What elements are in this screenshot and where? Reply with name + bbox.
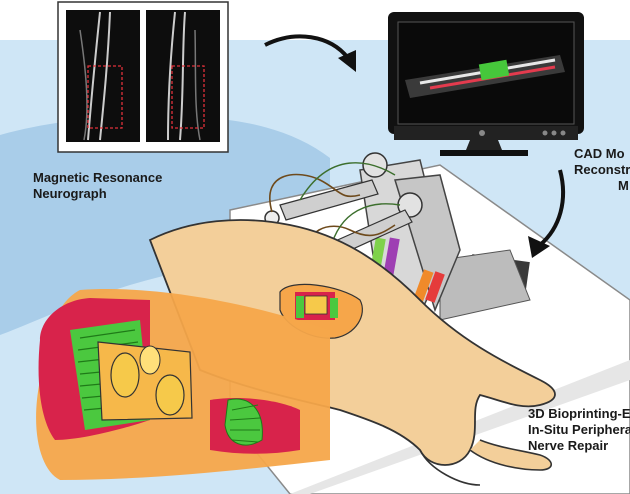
arrow-mri-to-cad bbox=[264, 34, 350, 60]
label-cad-line-1: CAD Mo bbox=[574, 146, 625, 161]
mr-wave bbox=[0, 115, 330, 335]
cutaway-view bbox=[36, 289, 330, 480]
arrow-head-2 bbox=[528, 236, 550, 258]
label-mrn-line-1: Magnetic Resonance bbox=[33, 170, 163, 185]
forearm bbox=[148, 219, 556, 486]
label-bio-line-3: Nerve Repair bbox=[528, 438, 609, 453]
arrow-head-1 bbox=[338, 50, 356, 72]
arrow-cad-to-printer bbox=[538, 169, 565, 247]
label-bio-line-2: In-Situ Periphera bbox=[528, 422, 630, 437]
label-cad-line-2: Reconstru bbox=[574, 162, 630, 177]
mri-panel bbox=[57, 1, 229, 153]
label-cad-model-reconstruction: CAD Mo Reconstru M bbox=[574, 146, 630, 194]
cad-monitor bbox=[388, 12, 584, 156]
label-magnetic-resonance-neurograph: Magnetic Resonance Neurograph bbox=[33, 170, 162, 202]
label-mrn-line-2: Neurograph bbox=[33, 186, 107, 201]
label-3d-bioprinting: 3D Bioprinting-E In-Situ Periphera Nerve… bbox=[528, 406, 630, 454]
label-cad-line-3: M bbox=[618, 178, 629, 193]
label-bio-line-1: 3D Bioprinting-E bbox=[528, 406, 630, 421]
